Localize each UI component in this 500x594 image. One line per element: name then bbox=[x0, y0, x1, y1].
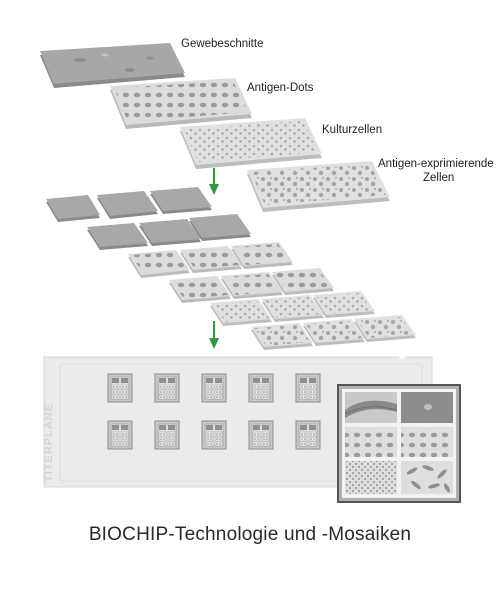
process-arrow-1 bbox=[209, 168, 219, 195]
fragment-cells bbox=[313, 291, 375, 318]
fragment-antigen-dots bbox=[272, 268, 334, 295]
reaction-field bbox=[154, 420, 180, 450]
fragment-antigen-dots bbox=[180, 246, 242, 273]
fragment-antigen-dots bbox=[221, 272, 283, 299]
reaction-field bbox=[107, 373, 133, 403]
tissue-section-plate bbox=[40, 43, 185, 88]
inset-antigen-dots-2 bbox=[401, 427, 453, 457]
inset-antigen-dots-1 bbox=[345, 427, 397, 457]
fragment-tissue bbox=[97, 191, 158, 219]
slide-watermark: TITERPLANE bbox=[43, 403, 55, 482]
inset-tissue-section-1 bbox=[344, 392, 398, 423]
reaction-field bbox=[295, 420, 321, 450]
fragment-expressing-cells bbox=[303, 319, 365, 346]
label-antigen-dots: Antigen-Dots bbox=[247, 82, 314, 94]
reaction-field bbox=[248, 373, 274, 403]
fragment-antigen-dots bbox=[128, 250, 190, 278]
fragment-row-dots bbox=[128, 242, 334, 303]
inset-cultured-cells bbox=[345, 461, 397, 494]
label-tissue-sections: Gewebeschnitte bbox=[181, 38, 264, 50]
reaction-field bbox=[107, 420, 133, 450]
reaction-field-grid bbox=[107, 373, 321, 450]
fragment-tissue bbox=[189, 214, 251, 241]
fragment-expressing-cells bbox=[251, 323, 313, 350]
reaction-field bbox=[154, 373, 180, 403]
inset-antigen-expressing-cells bbox=[401, 461, 453, 494]
fragment-antigen-dots bbox=[231, 242, 293, 269]
fragment-expressing-cells bbox=[354, 315, 416, 342]
fragment-cells bbox=[262, 295, 324, 322]
fragment-row-tissue bbox=[46, 187, 251, 250]
reaction-field bbox=[295, 373, 321, 403]
reaction-field bbox=[201, 373, 227, 403]
mosaic-zoom-inset bbox=[337, 384, 461, 503]
cultured-cell-plate bbox=[180, 118, 322, 169]
process-arrow-2 bbox=[209, 321, 219, 349]
antigen-dot-plate bbox=[110, 78, 252, 129]
reaction-field bbox=[201, 420, 227, 450]
fragment-tissue bbox=[87, 223, 148, 250]
fragment-antigen-dots bbox=[169, 276, 231, 303]
fragment-row-cells bbox=[210, 291, 375, 326]
label-antigen-expressing-1: Antigen-exprimierende bbox=[378, 158, 494, 170]
fragment-row-expressing bbox=[251, 315, 416, 350]
fragment-tissue bbox=[150, 187, 212, 214]
fragment-cells bbox=[210, 299, 272, 326]
label-cultured-cells: Kulturzellen bbox=[322, 124, 383, 136]
figure-caption: BIOCHIP-Technologie und -Mosaiken bbox=[88, 524, 412, 545]
reaction-field bbox=[248, 420, 274, 450]
fragment-tissue bbox=[46, 195, 100, 222]
antigen-expressing-cell-plate bbox=[247, 161, 390, 212]
inset-tissue-section-2 bbox=[401, 392, 453, 423]
fragment-tissue bbox=[139, 219, 201, 246]
label-antigen-expressing-2: Zellen bbox=[423, 172, 455, 184]
